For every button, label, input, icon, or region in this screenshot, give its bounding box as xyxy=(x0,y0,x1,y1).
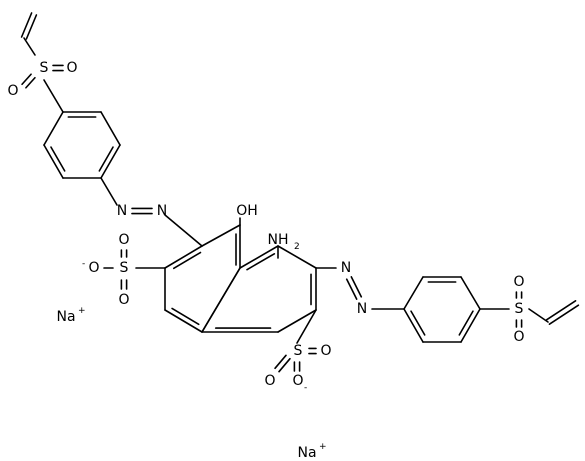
sulfonate-double-bond xyxy=(274,354,287,370)
negative-charge: - xyxy=(304,383,307,393)
negative-charge: - xyxy=(82,259,85,269)
sulfonate-oxygen: O xyxy=(118,292,129,308)
sulfonyl-double-bond xyxy=(21,73,32,86)
bond-c-n xyxy=(164,214,203,247)
naphthalene-ring-left-bond xyxy=(164,245,203,269)
naphthalene-ring-right-bond xyxy=(277,245,317,269)
naphthalene-ring-left-double-bond xyxy=(173,251,202,270)
bond-aryl-s xyxy=(43,79,64,113)
hydroxyl-group: OH xyxy=(236,203,258,219)
phenyl-ring-right-bond xyxy=(403,308,424,343)
phenyl-ring-upper-bond xyxy=(43,111,64,146)
azo-nitrogen: N xyxy=(157,203,167,219)
sulfonate-oxygen: O xyxy=(320,343,331,359)
positive-charge: + xyxy=(78,306,86,316)
bond-c-s xyxy=(296,309,317,344)
vinyl-double-bond xyxy=(548,304,580,325)
phenyl-ring-upper-double-bond xyxy=(50,146,66,172)
bond-s-vinyl xyxy=(23,37,36,56)
naphthalene-ring-left-bond xyxy=(201,224,241,247)
azo-nitrogen: N xyxy=(357,301,367,317)
sulfonate-double-bond xyxy=(278,357,291,373)
vinyl-double-bond xyxy=(545,300,577,321)
phenyl-ring-upper-bond xyxy=(100,144,121,179)
azo-double-bond xyxy=(345,278,358,300)
sulfonate-oxygen: O xyxy=(88,260,99,276)
bond-s-vinyl xyxy=(528,308,549,323)
amino-subscript: 2 xyxy=(294,242,300,252)
naphthalene-ring-right-bond xyxy=(201,267,241,333)
naphthalene-ring-left-double-bond xyxy=(171,307,200,326)
phenyl-ring-right-bond xyxy=(460,308,481,343)
phenyl-ring-right-bond xyxy=(403,276,424,310)
sulfonate-oxygen: O xyxy=(292,373,303,389)
phenyl-ring-right-double-bond xyxy=(458,310,474,336)
phenyl-ring-upper-bond xyxy=(43,144,64,179)
sulfone-sulfur: S xyxy=(515,301,524,317)
sulfonyl-oxygen: O xyxy=(7,83,18,99)
sulfone-sulfur: S xyxy=(40,60,49,76)
azo-nitrogen: N xyxy=(117,203,127,219)
phenyl-ring-upper-bond xyxy=(100,111,121,146)
naphthalene-ring-left-bond xyxy=(164,309,203,333)
sulfonate-oxygen: O xyxy=(118,232,129,248)
sulfonate-oxygen: O xyxy=(264,373,275,389)
phenyl-ring-right-bond xyxy=(460,276,481,310)
sulfonyl-oxygen: O xyxy=(513,274,524,290)
sulfonyl-oxygen: O xyxy=(66,60,77,76)
naphthalene-ring-right-bond xyxy=(239,245,279,269)
naphthalene-ring-right-double-bond xyxy=(246,252,276,271)
sodium-ion: Na xyxy=(56,309,75,325)
naphthalene-ring-right-bond xyxy=(277,309,317,333)
azo-double-bond xyxy=(350,276,363,298)
bond-n-aryl xyxy=(100,177,118,206)
phenyl-ring-right-double-bond xyxy=(410,310,426,336)
vinyl-double-bond xyxy=(25,14,38,40)
sulfonate-sulfur: S xyxy=(120,260,129,276)
azo-nitrogen: N xyxy=(341,260,351,276)
sodium-ion: Na xyxy=(297,445,316,461)
vinyl-double-bond xyxy=(20,12,33,38)
sulfonyl-oxygen: O xyxy=(513,329,524,345)
phenyl-ring-upper-double-bond xyxy=(98,146,114,172)
bond-layer xyxy=(20,12,580,373)
sulfonyl-double-bond xyxy=(25,76,36,89)
amino-group: NH xyxy=(268,232,289,248)
sulfonate-sulfur: S xyxy=(294,343,303,359)
positive-charge: + xyxy=(319,442,327,452)
